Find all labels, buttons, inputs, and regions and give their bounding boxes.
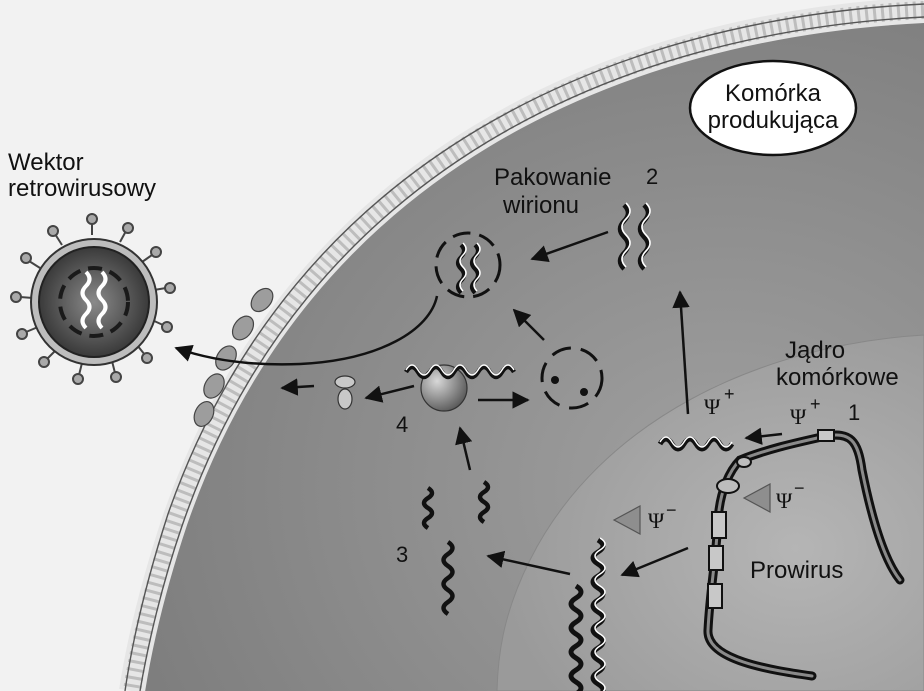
retroviral-vector-virion-icon (11, 214, 175, 384)
provirus-label: Prowirus (750, 557, 843, 584)
psi-symbol: Ψ (790, 404, 807, 429)
step-4-number: 4 (396, 412, 408, 437)
minus-superscript: − (794, 478, 805, 498)
vector-label-line1: Wektor (8, 149, 84, 176)
psi-symbol: Ψ (704, 394, 721, 419)
producer-cell-line1: Komórka (725, 80, 822, 107)
producer-cell-label: Komórka produkująca (690, 61, 856, 155)
packaging-label-line2: wirionu (502, 192, 579, 219)
producer-cell-line2: produkująca (708, 107, 839, 134)
step-1-number: 1 (848, 400, 860, 425)
nucleus-label-line2: komórkowe (776, 364, 899, 391)
psi-symbol: Ψ (648, 508, 665, 533)
step-2-number: 2 (646, 164, 658, 189)
plus-superscript: + (810, 394, 821, 414)
nucleus-label-line1: Jądro (785, 337, 845, 364)
vector-label-line2: retrowirusowy (8, 175, 156, 202)
plus-superscript: + (724, 384, 735, 404)
psi-symbol: Ψ (776, 488, 793, 513)
step-3-number: 3 (396, 542, 408, 567)
minus-superscript: − (666, 500, 677, 520)
packaging-label-line1: Pakowanie (494, 164, 611, 191)
